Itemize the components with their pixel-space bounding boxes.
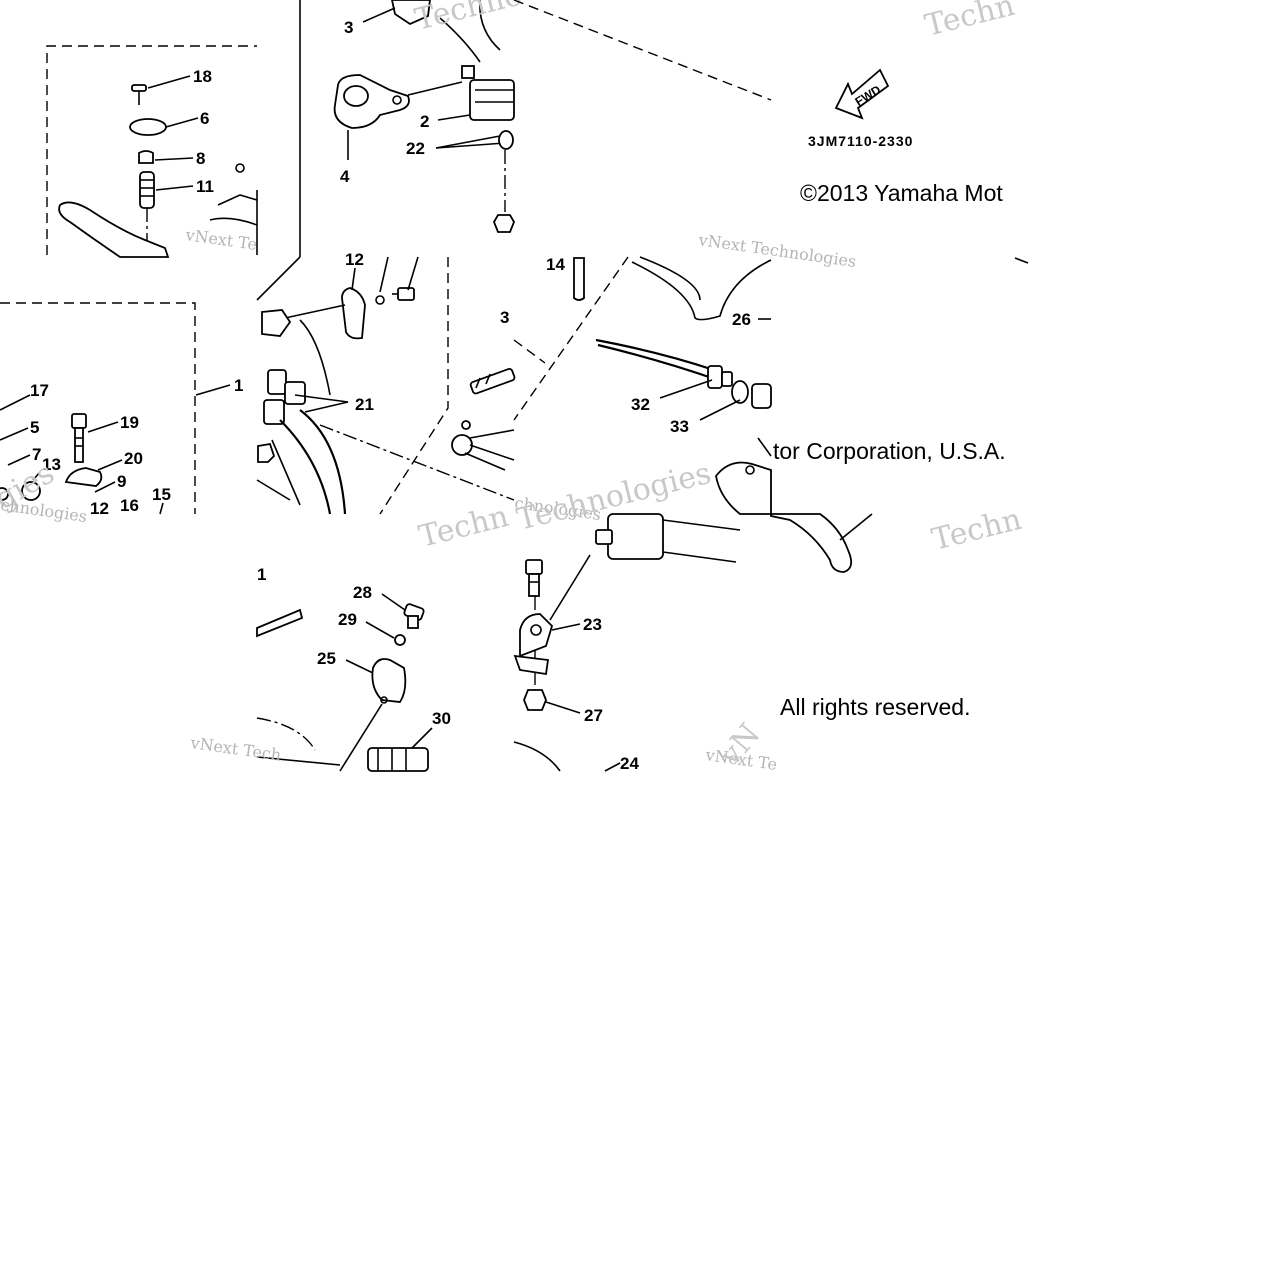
- tile-copyright-line: ©2013 Yamaha Mot tor Corporation, U.S.A.: [715, 257, 1029, 515]
- tile-lever-rights: All rights reserved. Techn: [770, 502, 1025, 720]
- holder-25-icon: [371, 658, 407, 703]
- callout-12-lower: 12: [90, 499, 109, 518]
- callout-29: 29: [338, 610, 357, 629]
- fwd-arrow-icon: FWD: [834, 68, 890, 120]
- switch-2-icon: [461, 65, 515, 121]
- tile-cables: 12 21 3: [256, 250, 516, 555]
- tile-blank-dashed: [513, 0, 772, 101]
- bolt-19-icon: [71, 413, 87, 463]
- callout-12: 12: [345, 250, 364, 269]
- callout-27: 27: [584, 706, 603, 725]
- clamp-12-icon: [341, 287, 366, 340]
- callout-9: 9: [117, 472, 126, 491]
- callout-22: 22: [406, 139, 425, 158]
- spring-11-icon: [139, 171, 155, 209]
- callout-30: 30: [432, 709, 451, 728]
- callout-26: 26: [732, 310, 751, 329]
- callout-7: 7: [32, 445, 41, 464]
- callout-4: 4: [340, 167, 350, 186]
- svg-text:Techno: Techno: [411, 0, 525, 38]
- cap-8-icon: [138, 150, 154, 164]
- connector-icon: [451, 420, 515, 471]
- svg-text:Techn: Techn: [415, 499, 512, 555]
- part-3-icon: [391, 0, 431, 26]
- callout-2: 2: [420, 112, 429, 131]
- copyright-line1-b-visible: tor Corporation, U.S.A.: [773, 438, 1006, 464]
- callout-3-lower: 3: [500, 308, 509, 327]
- nut-icon-small: [257, 442, 276, 463]
- adjuster-32-icon: [707, 365, 733, 389]
- plate-6-icon: [129, 118, 167, 136]
- callout-5: 5: [30, 418, 39, 437]
- callout-18: 18: [193, 67, 212, 86]
- adjuster-21-icon: [263, 369, 306, 425]
- callout-11: 11: [196, 177, 214, 196]
- callout-25: 25: [317, 649, 336, 668]
- copyright-line2: All rights reserved.: [780, 694, 970, 720]
- svg-text:Techn: Techn: [928, 502, 1025, 558]
- tile-master-cylinder: 18 6 8 11 vNext Te: [46, 45, 258, 258]
- callout-23: 23: [583, 615, 602, 634]
- callout-15: 15: [152, 485, 171, 504]
- svg-text:vNext Te: vNext Te: [183, 225, 258, 254]
- callout-32: 32: [631, 395, 650, 414]
- grip-housing-icon: [595, 513, 741, 563]
- bracket-23-icon: [513, 613, 554, 676]
- callout-19: 19: [120, 413, 139, 432]
- svg-text:vNext Tech: vNext Tech: [188, 733, 282, 765]
- screw-icon: [392, 287, 415, 301]
- part-code: 3JM7110-2330: [808, 133, 913, 149]
- callout-24: 24: [620, 754, 639, 773]
- tile-switch-holder: 3 4 2 22 Techno: [299, 0, 526, 257]
- svg-text:Techn: Techn: [921, 0, 1018, 44]
- lever-bracket-icon: [715, 461, 772, 515]
- callout-28: 28: [353, 583, 372, 602]
- callout-6: 6: [200, 109, 209, 128]
- grip-30-icon: [367, 747, 429, 772]
- callout-1-lower: 1: [257, 565, 266, 584]
- bolt-icon: [525, 559, 543, 597]
- nut-27-icon: [523, 689, 547, 711]
- clamp-20-icon: [64, 467, 103, 487]
- tile-throttle-parts: 1 17 5 7 19 20 13 9 15 16 1: [0, 302, 243, 526]
- callout-8: 8: [196, 149, 205, 168]
- callout-17: 17: [30, 381, 49, 400]
- nut-13-icon: [21, 481, 41, 501]
- svg-text:chnologies: chnologies: [0, 495, 88, 526]
- callout-33: 33: [670, 417, 689, 436]
- lever-end-icon: [770, 513, 853, 573]
- callout-14: 14: [546, 255, 565, 274]
- nut-icon: [493, 214, 515, 233]
- callout-21: 21: [355, 395, 374, 414]
- copyright-line1-a: ©2013 Yamaha Mot: [800, 180, 1003, 206]
- tile-title-block: FWD 3JM7110-2330 ©2013 Yamaha Mot Techn: [800, 0, 1018, 206]
- screw-18-icon: [131, 84, 147, 105]
- svg-text:vNext Technologies: vNext Technologies: [696, 230, 857, 271]
- housing-4-icon: [333, 74, 410, 129]
- screw-22-icon: [498, 130, 514, 150]
- tile-grip: 1 28 29 25 30 vNext Tech: [188, 565, 451, 772]
- callout-13: 13: [42, 455, 61, 474]
- cable-end-14-icon: [573, 257, 585, 301]
- grip-band-icon: [256, 608, 304, 638]
- callout-1: 1: [234, 376, 243, 395]
- screw-28-icon: [403, 603, 425, 629]
- callout-20: 20: [124, 449, 143, 468]
- locknut-33-icon: [731, 380, 772, 409]
- cable-band-icon: [469, 367, 516, 395]
- washer-29-icon: [394, 634, 406, 646]
- callout-3: 3: [344, 18, 353, 37]
- callout-16: 16: [120, 496, 139, 515]
- lever-icon: [58, 201, 170, 258]
